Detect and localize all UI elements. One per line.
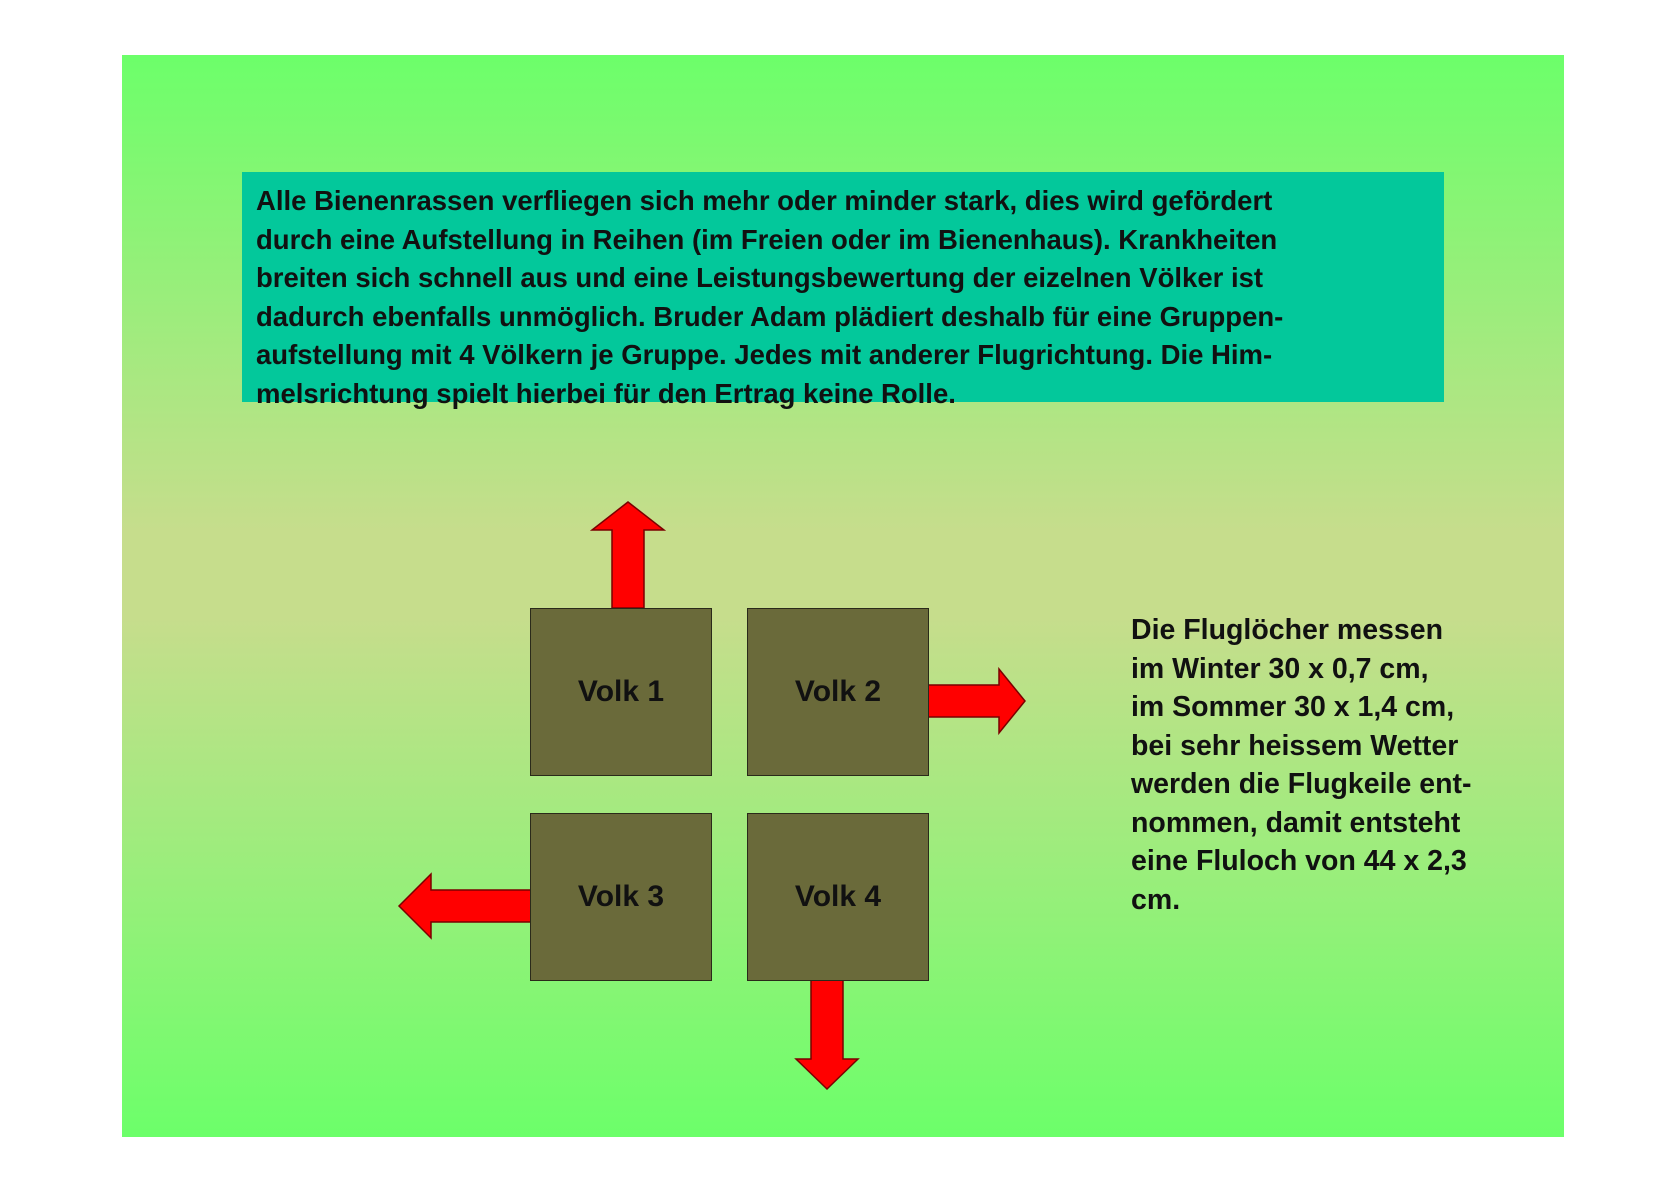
arrow-left-icon <box>397 872 533 940</box>
colony-label: Volk 4 <box>794 880 882 913</box>
colony-label: Volk 3 <box>577 880 665 913</box>
colony-box-2: Volk 2 <box>747 608 929 776</box>
slide: Alle Bienenrassen verfliegen sich mehr o… <box>122 55 1564 1137</box>
arrow-up-icon <box>590 501 666 609</box>
colony-box-3: Volk 3 <box>530 813 712 981</box>
colony-box-4: Volk 4 <box>747 813 929 981</box>
colony-label: Volk 1 <box>577 675 665 708</box>
arrow-right-icon <box>927 667 1026 735</box>
intro-text-box: Alle Bienenrassen verfliegen sich mehr o… <box>242 172 1444 409</box>
arrow-down-icon <box>794 979 860 1091</box>
entrance-size-text: Die Fluglöcher messen im Winter 30 x 0,7… <box>1131 614 1472 916</box>
colony-label: Volk 2 <box>794 675 882 708</box>
colony-box-1: Volk 1 <box>530 608 712 776</box>
